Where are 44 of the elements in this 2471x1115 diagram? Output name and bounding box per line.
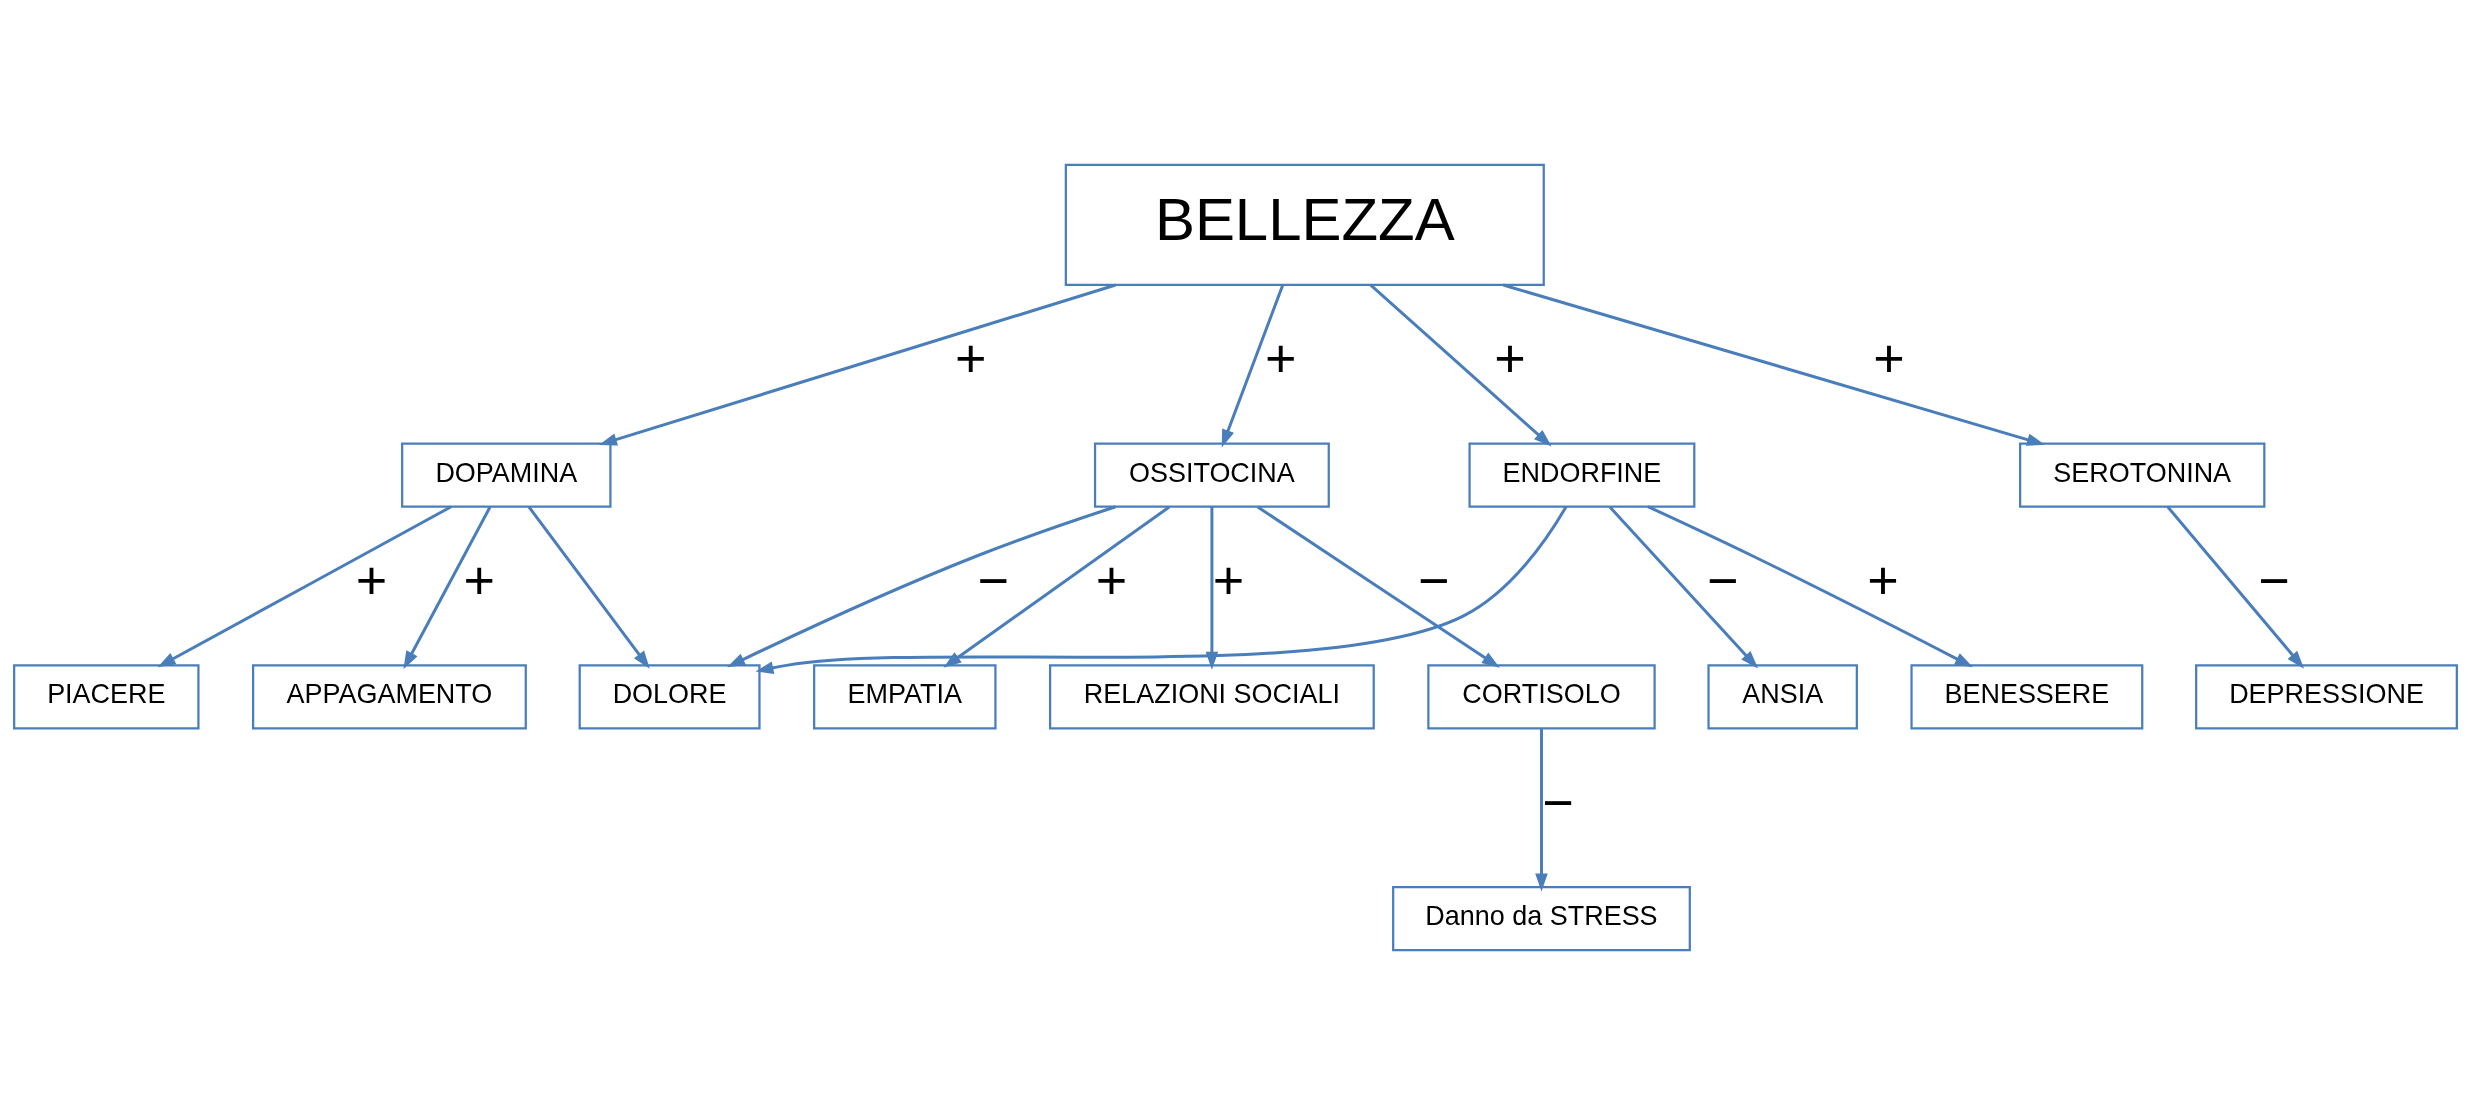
arrow [2166, 506, 2305, 669]
node-box: Danno da STRESS [1392, 885, 1691, 952]
edge-label: − [2258, 550, 2290, 611]
edge-label: − [1542, 771, 1574, 832]
edge-label: + [463, 550, 496, 611]
arrow [1369, 283, 1552, 447]
arrow [1502, 283, 2045, 446]
edge-label: + [1494, 328, 1526, 389]
node-box: DOPAMINA [401, 442, 612, 508]
node-box: APPAGAMENTO [252, 664, 527, 730]
node-box: DEPRESSIONE [2195, 664, 2458, 730]
node-box: OSSITOCINA [1093, 442, 1330, 508]
edge-label: − [1707, 550, 1739, 611]
arrow [157, 505, 452, 668]
edge-label: + [355, 550, 388, 611]
arrow [1647, 505, 1973, 668]
edge-label: − [977, 550, 1009, 611]
arrow [755, 505, 1568, 674]
node-box: ANSIA [1707, 664, 1858, 730]
node-box: ENDORFINE [1468, 442, 1696, 508]
arrow [527, 506, 650, 669]
edge-label: + [1212, 550, 1245, 611]
arrow [1221, 284, 1285, 448]
node-box: BELLEZZA [1064, 163, 1545, 286]
node-box: CORTISOLO [1427, 664, 1656, 730]
arrow [403, 506, 492, 670]
edge-label: + [1265, 328, 1297, 389]
node-box: DOLORE [578, 664, 761, 730]
edge-label: − [1417, 550, 1450, 611]
arrow [1608, 506, 1759, 669]
arrow [1535, 728, 1548, 892]
node-box: PIACERE [13, 664, 200, 730]
arrow [727, 505, 1117, 668]
edge-label: + [1867, 550, 1899, 611]
node-box: EMPATIA [813, 664, 997, 730]
node-box: RELAZIONI SOCIALI [1049, 664, 1375, 730]
edge-label: + [954, 328, 987, 389]
arrow [598, 283, 1116, 446]
edge-label: + [1873, 328, 1905, 389]
node-box: BENESSERE [1910, 664, 2144, 730]
arrow [1256, 505, 1500, 668]
node-box: SEROTONINA [2019, 442, 2266, 508]
arrow [943, 505, 1171, 668]
edge-label: + [1095, 550, 1128, 611]
